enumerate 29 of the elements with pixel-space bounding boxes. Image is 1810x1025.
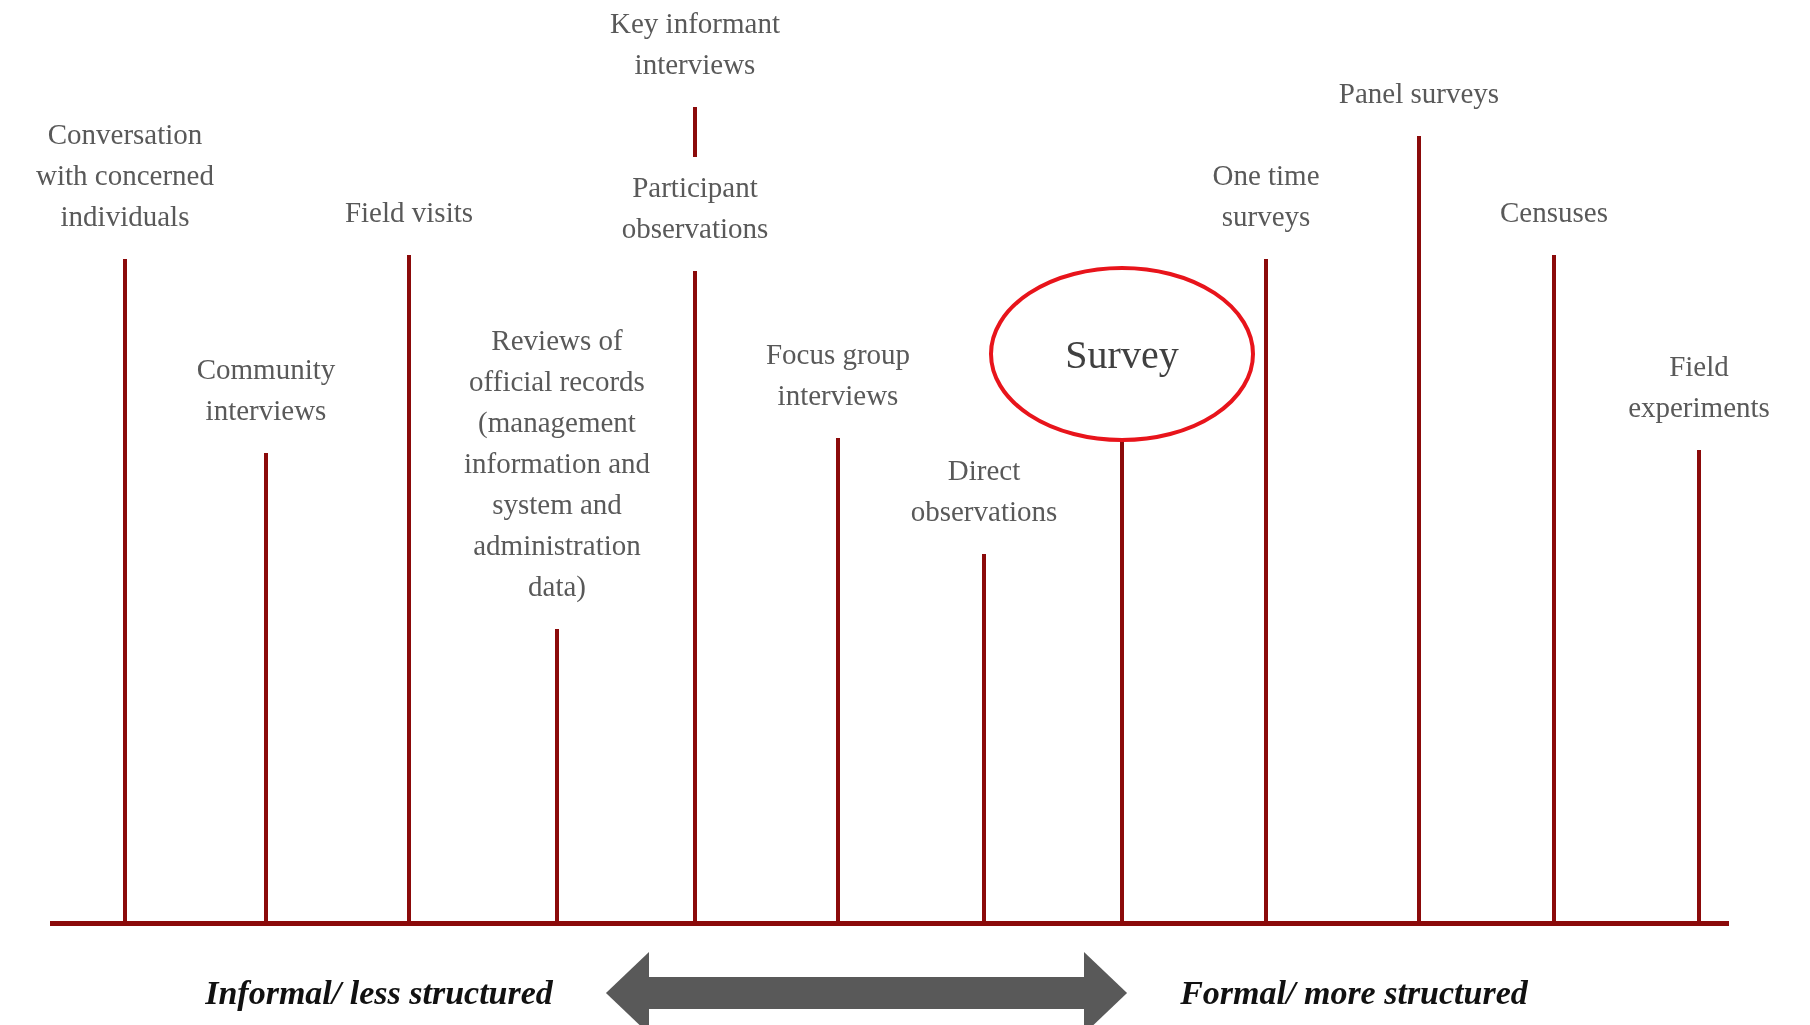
double-arrow: [605, 952, 1128, 1025]
method-label: Reviews of official records (management information and system and administration data): [451, 320, 663, 607]
stem-line: [836, 438, 840, 921]
method-label: Censuses: [1464, 192, 1644, 233]
stem-line: [407, 255, 411, 921]
method-label: Participant observations: [585, 167, 805, 249]
method-label: Community interviews: [166, 349, 366, 431]
scale-label: Formal/ more structured: [1134, 971, 1574, 1015]
method-label: Focus group interviews: [738, 334, 938, 416]
scale-label: Informal/ less structured: [159, 971, 599, 1015]
method-label: Panel surveys: [1289, 73, 1549, 114]
method-label: Field visits: [309, 192, 509, 233]
stem-line: [264, 453, 268, 921]
stem-line: [123, 259, 127, 921]
stem-line: [1264, 259, 1268, 921]
stem-line: [1120, 442, 1124, 921]
method-label: Key informant interviews: [565, 3, 825, 85]
stem-line: [1552, 255, 1556, 921]
method-label: One time surveys: [1176, 155, 1356, 237]
stem-line: [693, 271, 697, 921]
stem-line: [555, 629, 559, 921]
stem-line: [1697, 450, 1701, 921]
method-label: Conversation with concerned individuals: [22, 114, 228, 237]
stem-line: [693, 107, 697, 157]
stem-line: [1417, 136, 1421, 921]
stem-line: [982, 554, 986, 921]
method-label: Survey: [1065, 330, 1179, 378]
method-label: Direct observations: [884, 450, 1084, 532]
method-label: Field experiments: [1604, 346, 1794, 428]
